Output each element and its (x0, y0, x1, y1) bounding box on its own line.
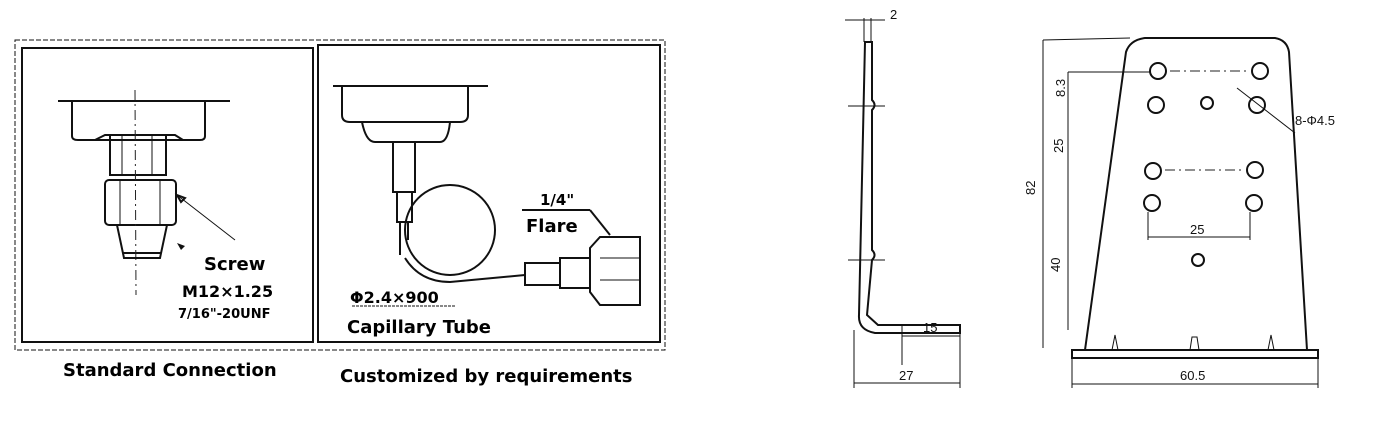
fitting-tip (116, 224, 168, 259)
capillary-fitting-drawing (333, 85, 641, 307)
bracket-side-view (845, 18, 961, 388)
thread-metric-label: M12×1.25 (182, 282, 273, 301)
thread-unf-label: 7/16"-20UNF (178, 307, 270, 322)
flare-size-label: 1/4" (540, 191, 574, 209)
foot-inner-dimension: 15 (923, 320, 937, 335)
foot-total-dimension: 27 (899, 368, 913, 383)
tube-label: Capillary Tube (347, 317, 491, 338)
standard-fitting-drawing (58, 89, 236, 296)
base-width-dimension: 60.5 (1180, 368, 1205, 383)
flare-label: Flare (526, 216, 578, 237)
vertical-spacing-dimension: 25 (1051, 139, 1066, 153)
mounting-holes (1143, 62, 1269, 267)
thickness-dimension: 2 (890, 7, 897, 22)
hole-spec-dimension: 8-Φ4.5 (1295, 113, 1335, 128)
bottom-offset-dimension: 40 (1048, 258, 1063, 272)
connection-options-frame (14, 39, 666, 351)
tube-spec-label: Φ2.4×900 (350, 288, 439, 307)
screw-label: Screw (204, 254, 265, 275)
top-offset-dimension: 8.3 (1053, 79, 1068, 97)
customized-caption: Customized by requirements (340, 366, 633, 387)
bracket-front-view (1042, 37, 1319, 388)
horizontal-spacing-dimension: 25 (1190, 222, 1204, 237)
standard-caption: Standard Connection (63, 360, 277, 381)
height-dimension: 82 (1023, 181, 1038, 195)
